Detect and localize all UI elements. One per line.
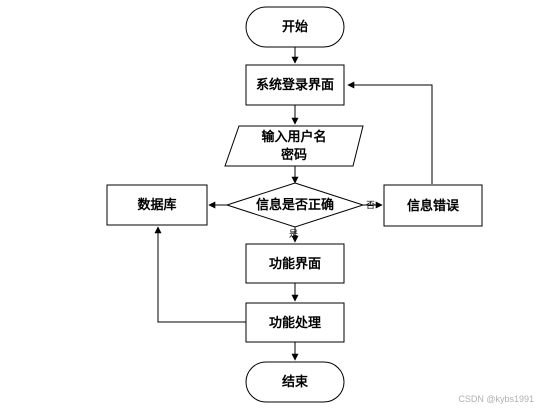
login-screen-box: [245, 64, 345, 106]
node-labels: 开始 系统登录界面 输入用户名 密码 信息是否正确 数据库 信息错误 功能界面 …: [137, 19, 460, 390]
end-label: 结束: [282, 374, 309, 390]
edge-error-to-login: [347, 81, 433, 184]
input-label-line1: 输入用户名: [261, 129, 326, 145]
database-box: [106, 184, 208, 226]
database-label: 数据库: [137, 197, 176, 213]
nodes: [106, 6, 483, 403]
login-label: 系统登录界面: [256, 77, 334, 93]
check-decision-diamond: [225, 182, 365, 228]
function-ui-box: [245, 243, 345, 284]
edge-label-yes: 是: [289, 229, 298, 240]
watermark: CSDN @kybs1991: [458, 394, 534, 404]
end-terminator: [245, 361, 345, 403]
edge-label-no: 否: [366, 200, 375, 211]
error-label: 信息错误: [407, 198, 460, 214]
error-box: [383, 184, 483, 227]
edge-process-to-database: [154, 226, 246, 323]
check-label: 信息是否正确: [256, 197, 334, 213]
input-parallelogram: [224, 125, 364, 167]
start-label: 开始: [282, 19, 308, 35]
function-process-label: 功能处理: [269, 315, 321, 331]
function-ui-label: 功能界面: [269, 256, 321, 272]
function-process-box: [245, 302, 345, 343]
start-terminator: [245, 6, 345, 48]
edges: [154, 47, 433, 361]
input-label-line2: 密码: [280, 147, 307, 163]
